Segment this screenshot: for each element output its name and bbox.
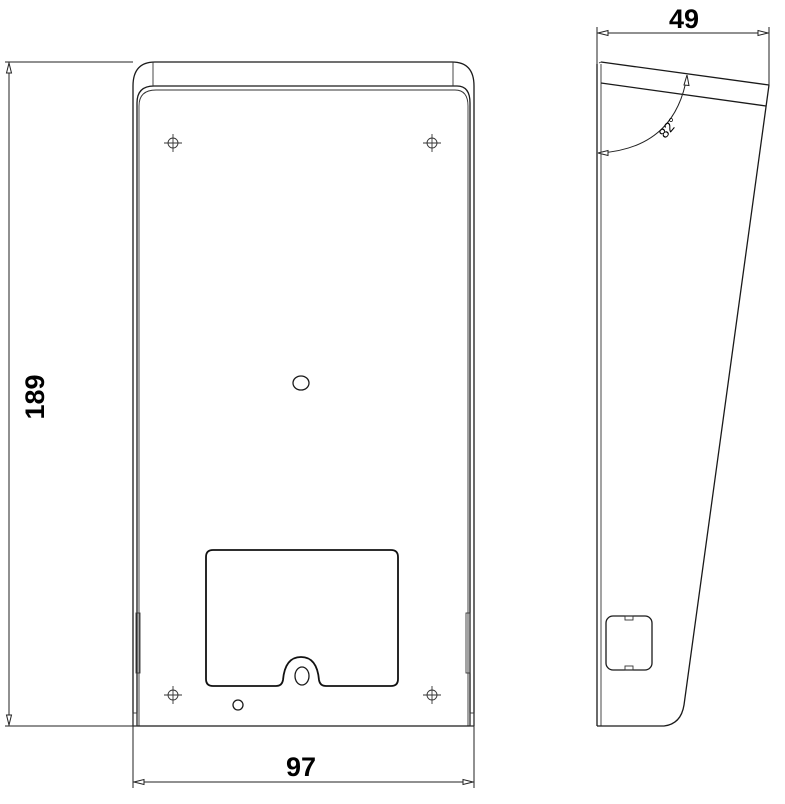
side-foot-right — [469, 712, 475, 727]
center-hole — [292, 375, 310, 391]
angle-label: 82° — [655, 115, 681, 142]
mounting-hole-top-right — [423, 134, 441, 152]
cutout-screw-hole — [294, 666, 310, 686]
side-cutout-notch-top — [624, 615, 634, 621]
side-cutout-notch-bottom — [624, 665, 634, 671]
front-outer-outline — [132, 61, 475, 726]
front-inner-outline-2 — [138, 89, 469, 726]
small-hole — [232, 699, 244, 711]
angle-arc — [599, 75, 688, 154]
side-tab-left — [135, 612, 141, 674]
side-tab-right — [465, 612, 471, 674]
front-inner-outline — [136, 85, 471, 726]
height-dimension: 189 — [5, 61, 133, 727]
height-label: 189 — [20, 374, 50, 419]
mounting-hole-bottom-right — [423, 686, 441, 704]
width-label: 97 — [286, 752, 316, 782]
mounting-hole-bottom-left — [164, 686, 182, 704]
depth-label: 49 — [669, 4, 699, 34]
mounting-hole-top-left — [164, 134, 182, 152]
cable-cutout — [205, 549, 399, 687]
top-cap-front — [598, 61, 602, 64]
side-cutout — [605, 615, 653, 671]
top-slope-outer — [600, 61, 770, 86]
depth-dimension: 49 — [596, 4, 770, 85]
width-dimension: 97 — [132, 726, 475, 788]
front-view — [132, 61, 475, 727]
side-foot-left — [132, 712, 138, 727]
top-slope-inner — [600, 82, 767, 107]
front-slope — [597, 84, 770, 727]
side-view: 82° — [596, 61, 770, 727]
